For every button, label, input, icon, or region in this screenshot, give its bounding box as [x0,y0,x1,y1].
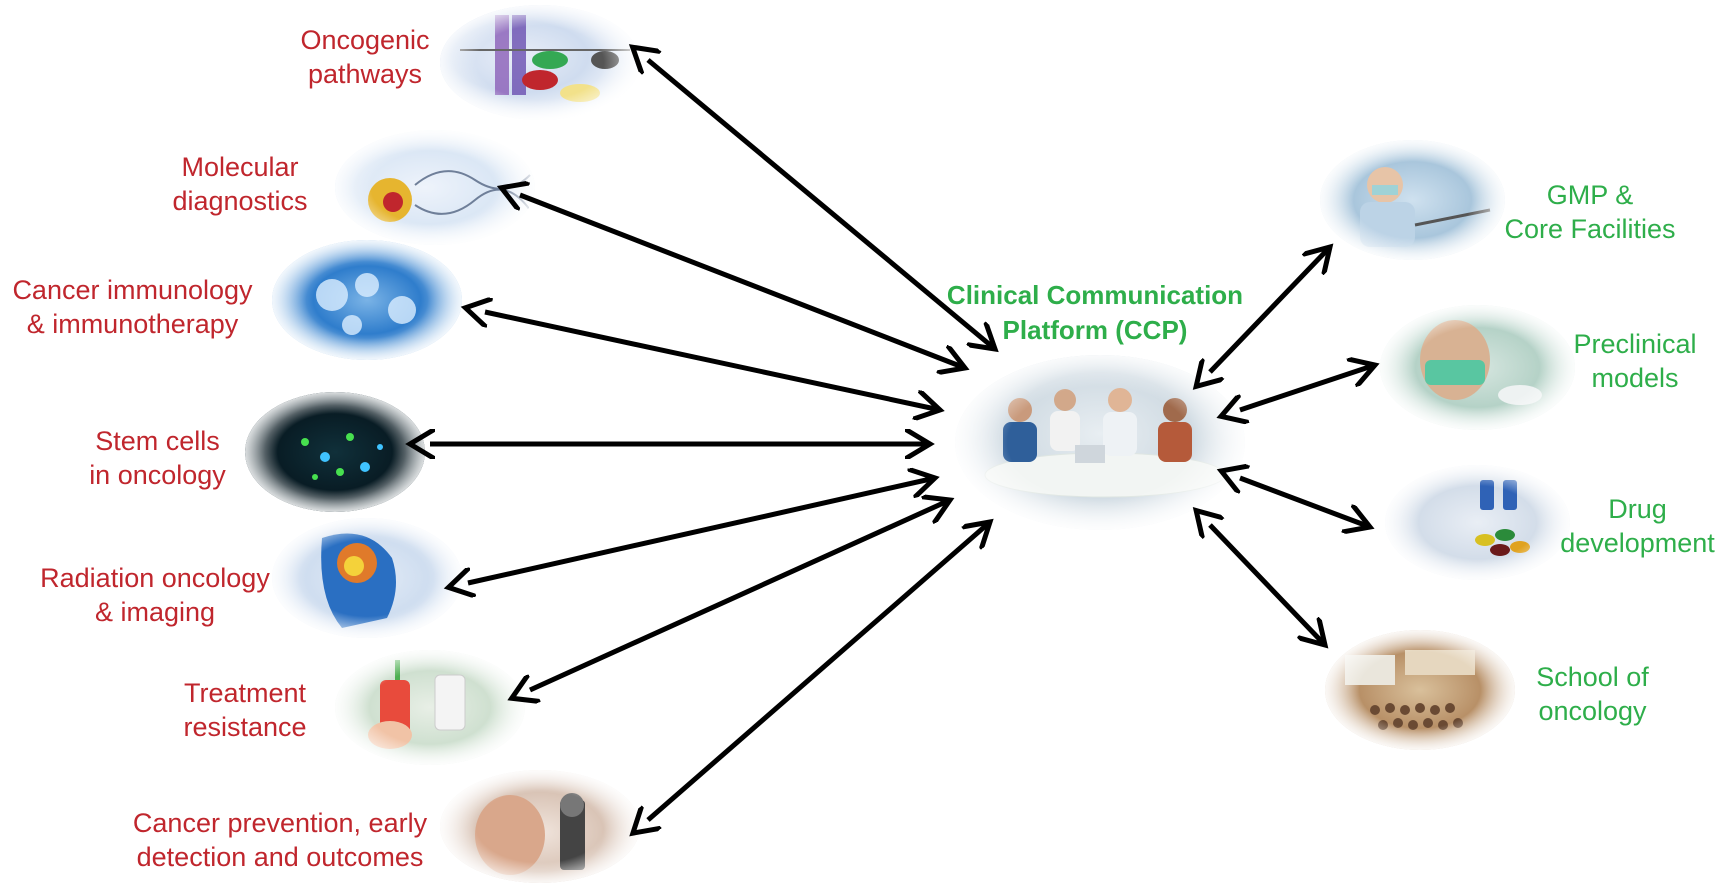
arrow-treatment-resistance [530,500,950,690]
stem-cells-image [245,392,425,512]
arrow-cancer-immunology [485,312,940,410]
cancer-immunology-image [272,240,462,360]
cancer-prevention-image [440,770,640,883]
hub-title-line1: Clinical Communication [946,280,1244,310]
radiation-oncology-image [272,518,462,638]
gmp-core-facilities-image [1320,140,1505,260]
arrow-molecular-diagnostics [520,195,965,368]
preclinical-models-image [1380,305,1575,430]
label-radiation-oncology: Radiation oncology& imaging [40,563,270,627]
drug-development-image [1385,465,1570,580]
arrow-cancer-prevention [648,522,990,820]
arrow-drug-development [1240,478,1370,527]
label-cancer-immunology: Cancer immunology& immunotherapy [12,275,253,339]
treatment-resistance-image [335,650,525,765]
arrow-radiation-oncology [468,478,935,583]
arrow-gmp-core [1210,247,1330,372]
school-of-oncology-image [1325,630,1515,750]
oncogenic-pathways-image [440,5,640,120]
label-gmp-core-facilities: GMP &Core Facilities [1504,180,1676,244]
arrow-school-oncology [1210,525,1325,645]
hub-title-line2: Platform (CCP) [1002,315,1188,345]
arrow-preclinical [1240,365,1375,410]
hub-title: Clinical Communication Platform (CCP) [930,278,1260,348]
